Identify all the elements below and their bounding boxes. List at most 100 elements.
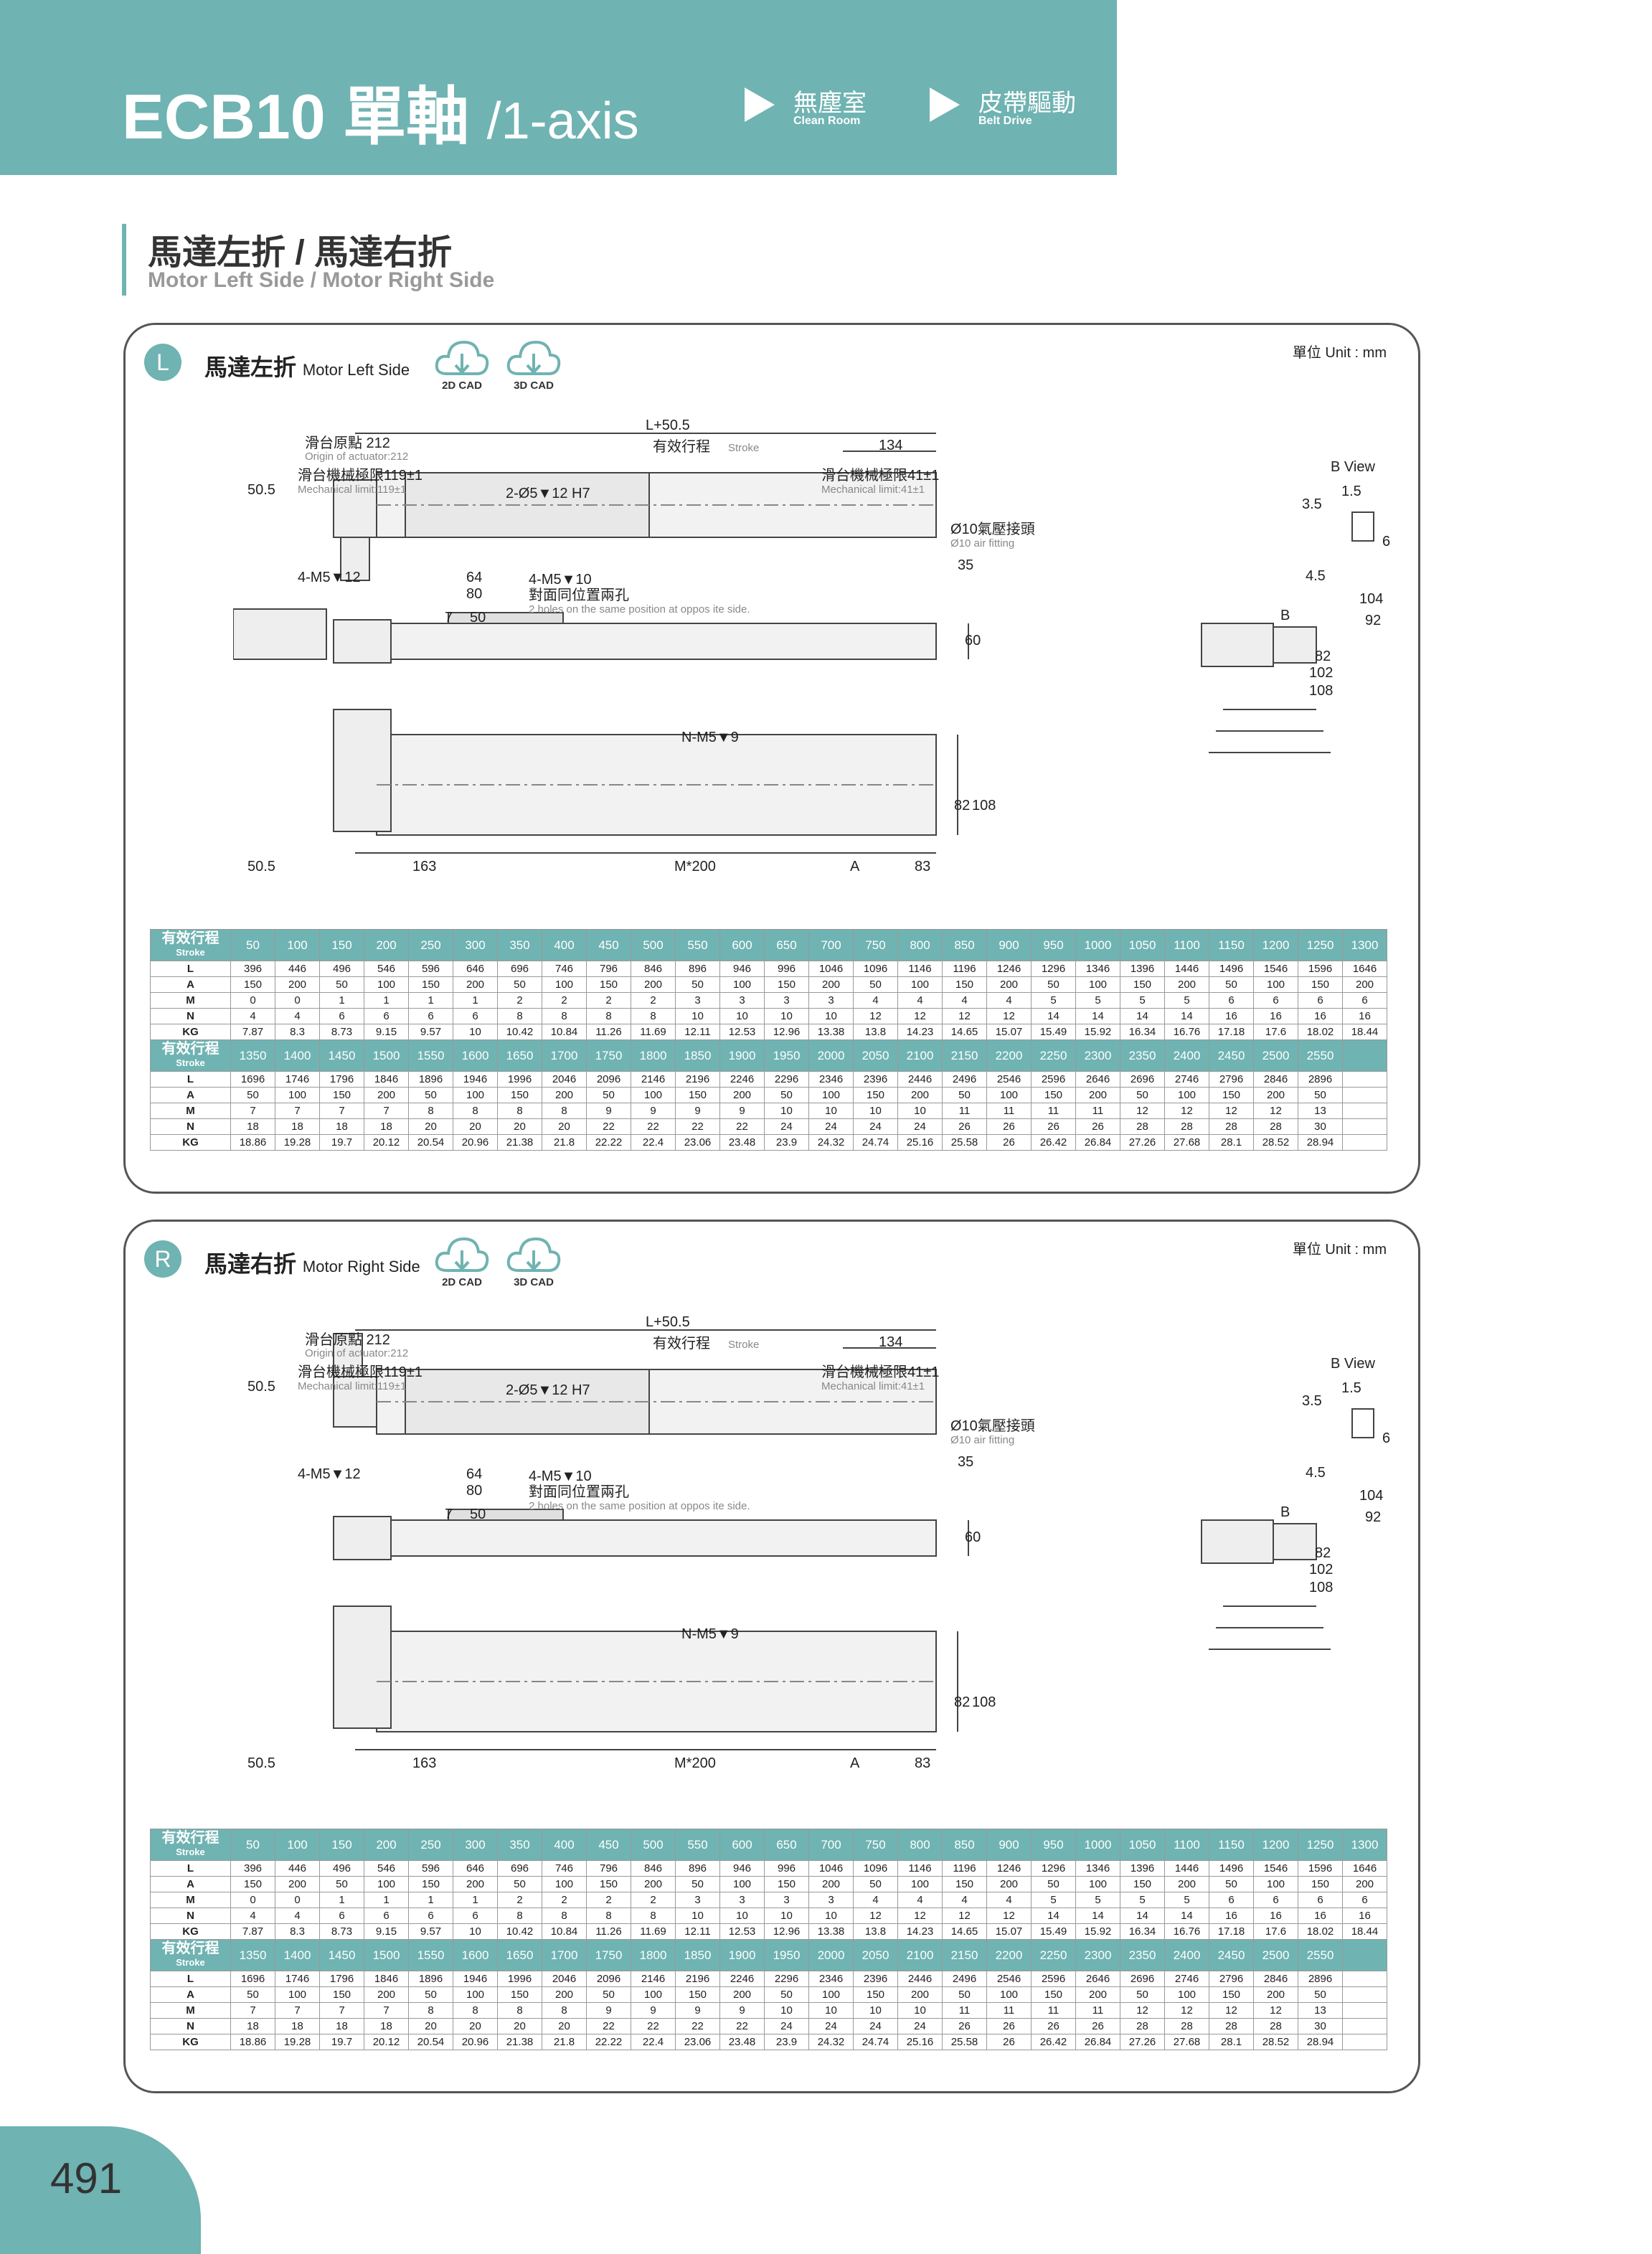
table-cell: 100 [719, 1876, 765, 1892]
dim-label: Ø10 air fitting [950, 537, 1014, 550]
table-cell: 100 [364, 976, 409, 993]
table-cell: 2396 [853, 1071, 898, 1088]
stroke-value: 1850 [675, 1039, 720, 1072]
table-cell: 8 [408, 2002, 453, 2019]
table-cell: 17.18 [1209, 1024, 1254, 1040]
table-cell: 3 [764, 992, 809, 1009]
stroke-value: 100 [275, 929, 320, 961]
table-cell: 50 [1120, 1986, 1165, 2003]
dim-label: 64 [466, 1466, 482, 1482]
table-cell: 100 [453, 1087, 498, 1103]
table-cell: 1196 [942, 961, 987, 977]
table-cell: 18 [230, 2018, 275, 2034]
table-cell: 8 [586, 1908, 631, 1924]
table-cell: 100 [986, 1087, 1032, 1103]
dim-label: 滑台機械極限41±1 [821, 1364, 939, 1380]
dim-label: Origin of actuator:212 [305, 1347, 408, 1359]
table-cell: 200 [1164, 1876, 1209, 1892]
table-cell: 50 [230, 1986, 275, 2003]
table-cell: 150 [853, 1087, 898, 1103]
stroke-value: 2250 [1031, 1039, 1076, 1072]
table-cell: 10.42 [497, 1923, 542, 1940]
dim-label: Mechanical limit:41±1 [821, 484, 925, 496]
table-cell: 12.96 [764, 1923, 809, 1940]
table-cell: 150 [942, 976, 987, 993]
table-cell: 200 [1075, 1986, 1120, 2003]
table-cell: 2 [497, 1892, 542, 1908]
table-cell: 2646 [1075, 1071, 1120, 1088]
table-cell: 8 [631, 1008, 676, 1024]
table-cell: 7 [319, 2002, 364, 2019]
table-cell: 10 [808, 1008, 854, 1024]
table-cell: 14.65 [942, 1024, 987, 1040]
table-cell: 2496 [942, 1971, 987, 1987]
table-cell: 2346 [808, 1071, 854, 1088]
table-cell: 1096 [853, 961, 898, 977]
table-cell: 1 [408, 992, 453, 1009]
stroke-value: 350 [497, 1829, 542, 1861]
table-cell: 746 [542, 1860, 587, 1877]
table-cell: 996 [764, 1860, 809, 1877]
table-cell: 8 [408, 1103, 453, 1119]
table-cell: 18.44 [1342, 1923, 1387, 1940]
dim-label: L+50.5 [646, 1314, 690, 1330]
dim-label: 3.5 [1302, 1393, 1322, 1409]
table-cell: 14.23 [897, 1923, 943, 1940]
table-cell: 26.42 [1031, 2034, 1076, 2050]
dim-label: M*200 [674, 859, 716, 874]
table-cell: 150 [1298, 1876, 1343, 1892]
stroke-value: 150 [319, 929, 364, 961]
table-cell: 27.68 [1164, 2034, 1209, 2050]
table-cell: 18 [319, 1118, 364, 1135]
cad-download-icon[interactable]: 3D CAD [506, 336, 562, 394]
table-cell: 24 [853, 2018, 898, 2034]
table-cell: 1146 [897, 1860, 943, 1877]
table-cell: 28 [1164, 1118, 1209, 1135]
table-cell: 100 [719, 976, 765, 993]
stroke-value: 1550 [408, 1939, 453, 1971]
empty-cell [1342, 2034, 1387, 2050]
table-cell: 4 [853, 992, 898, 1009]
table-cell: 12.53 [719, 1923, 765, 1940]
table-cell: 16.76 [1164, 1923, 1209, 1940]
table-cell: 50 [408, 1087, 453, 1103]
table-cell: 546 [364, 961, 409, 977]
table-cell: 150 [853, 1986, 898, 2003]
table-cell: 8 [497, 1908, 542, 1924]
dim-label: 滑台原點 212 [305, 435, 390, 451]
table-cell: 2596 [1031, 1971, 1076, 1987]
table-cell: 16.34 [1120, 1024, 1165, 1040]
cad-download-icon[interactable]: 2D CAD [434, 336, 490, 394]
table-cell: 22 [631, 1118, 676, 1135]
table-cell: 5 [1164, 992, 1209, 1009]
stroke-value: 50 [230, 929, 275, 961]
dim-label: 對面同位置兩孔 [529, 1484, 629, 1500]
table-cell: 150 [675, 1986, 720, 2003]
stroke-value: 750 [853, 1829, 898, 1861]
table-cell: 0 [275, 1892, 320, 1908]
table-cell: 50 [764, 1087, 809, 1103]
table-cell: 2746 [1164, 1971, 1209, 1987]
cad-download-icon[interactable]: 3D CAD [506, 1233, 562, 1291]
table-cell: 50 [586, 1986, 631, 2003]
dim-label: 滑台機械極限41±1 [821, 467, 939, 484]
table-cell: 26 [942, 1118, 987, 1135]
table-cell: 2546 [986, 1971, 1032, 1987]
dim-label: 80 [466, 586, 482, 602]
table-cell: 996 [764, 961, 809, 977]
table-cell: 1846 [364, 1071, 409, 1088]
table-cell: 50 [1298, 1087, 1343, 1103]
stroke-value: 1100 [1164, 929, 1209, 961]
empty-cell [1342, 1087, 1387, 1103]
row-label: KG [150, 2034, 231, 2050]
stroke-value: 1800 [631, 1039, 676, 1072]
table-cell: 200 [808, 1876, 854, 1892]
stroke-value: 2450 [1209, 1939, 1254, 1971]
table-cell: 20 [542, 2018, 587, 2034]
dim-label: Ø10氣壓接頭 [950, 1418, 1035, 1434]
cad-download-icon[interactable]: 2D CAD [434, 1233, 490, 1291]
